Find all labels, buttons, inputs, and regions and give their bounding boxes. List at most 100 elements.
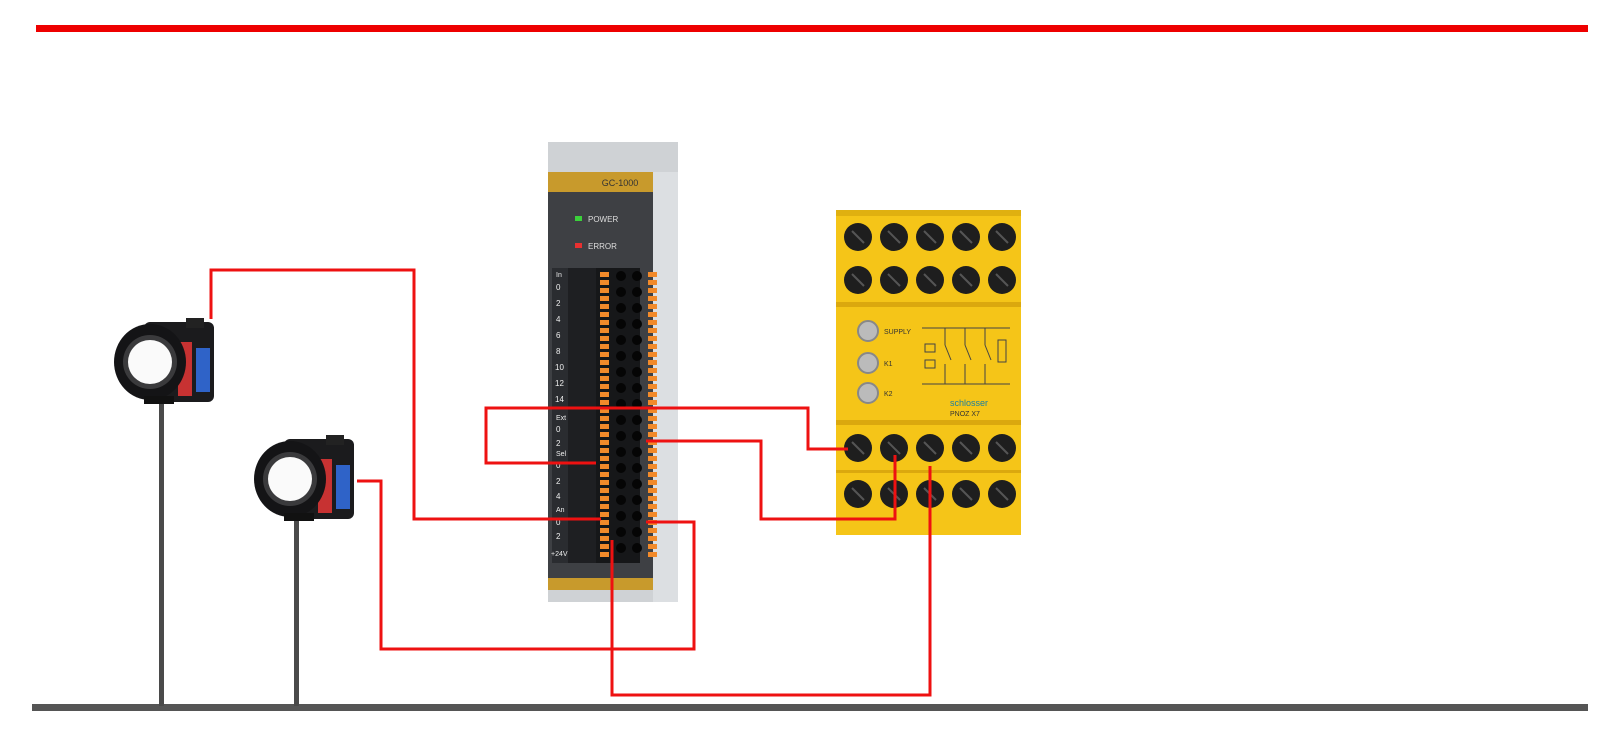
- plc-terminal-hole: [632, 367, 642, 377]
- plc-terminal-lever: [600, 448, 609, 453]
- plc-group-label-ext: Ext: [556, 415, 566, 422]
- plc-terminal-lever: [600, 416, 609, 421]
- plc-terminal-lever: [648, 408, 657, 413]
- plc-terminal-lever: [648, 512, 657, 517]
- power-led: [575, 216, 582, 221]
- plc-terminal-lever: [600, 544, 609, 549]
- relay-status-lamp-supply: [857, 320, 879, 342]
- screw-slot: [851, 230, 865, 244]
- plc-terminal-hole: [632, 447, 642, 457]
- plc-terminal-lever: [600, 376, 609, 381]
- relay-terminal-row-bottom: [844, 434, 1016, 508]
- plc-group-label-sel: Sel: [556, 451, 567, 458]
- plc-terminal-hole: [632, 495, 642, 505]
- plc-terminal-hole: [616, 303, 626, 313]
- plc-terminal-lever: [600, 296, 609, 301]
- wire-button2-to-plc: [357, 479, 696, 651]
- screw-slot: [923, 230, 937, 244]
- plc-terminal-lever: [648, 400, 657, 405]
- plc-terminal-lever: [600, 392, 609, 397]
- plc-terminal-lever: [648, 536, 657, 541]
- plc-terminal-column-a: [600, 272, 609, 557]
- relay-terminal-row-top: [844, 223, 1016, 294]
- relay-status-label: K1: [884, 361, 893, 368]
- plc-terminal-lever: [648, 352, 657, 357]
- plc-terminal-lever: [648, 456, 657, 461]
- wire-plc-supply-to-relay: [610, 466, 932, 697]
- screw-slot: [851, 273, 865, 287]
- plc-terminal-lever: [648, 464, 657, 469]
- plc-terminal-lever: [648, 280, 657, 285]
- power-label: POWER: [588, 215, 618, 224]
- plc-terminal-hole: [616, 287, 626, 297]
- plc-terminal-lever: [648, 488, 657, 493]
- screw-slot: [995, 273, 1009, 287]
- plc-terminal-hole: [616, 415, 626, 425]
- plc-terminal-lever: [600, 552, 609, 557]
- plc-terminal-hole: [632, 303, 642, 313]
- plc-terminal-hole: [616, 351, 626, 361]
- plc-terminal-hole: [632, 351, 642, 361]
- relay-brand-label: schlosser: [950, 398, 988, 408]
- screw-slot: [959, 230, 973, 244]
- plc-terminal-lever: [648, 392, 657, 397]
- screw-slot: [851, 487, 865, 501]
- plc-terminal-lever: [600, 440, 609, 445]
- plc-terminal-lever: [600, 320, 609, 325]
- push-button-icon: [114, 318, 214, 404]
- plc-group-label-in: In: [556, 272, 562, 279]
- safety-relay-icon: SUPPLY K1 K2 schlosser PNOZ X7: [836, 210, 1021, 535]
- screw-slot: [923, 273, 937, 287]
- plc-terminal-lever: [648, 360, 657, 365]
- wiring: [209, 268, 932, 697]
- plc-terminal-hole: [616, 319, 626, 329]
- plc-terminal-hole: [616, 527, 626, 537]
- screw-slot: [887, 230, 901, 244]
- plc-terminal-hole: [616, 335, 626, 345]
- plc-terminal-lever: [600, 520, 609, 525]
- plc-terminal-hole: [632, 527, 642, 537]
- plc-channel-label: 4: [556, 492, 561, 501]
- plc-terminal-lever: [600, 536, 609, 541]
- top-accent-bar: [36, 25, 1588, 32]
- wire-plc-to-relay-bottom: [646, 439, 897, 521]
- plc-terminal-lever: [600, 280, 609, 285]
- plc-terminal-lever: [648, 336, 657, 341]
- plc-terminal-lever: [600, 464, 609, 469]
- plc-terminal-lever: [648, 328, 657, 333]
- plc-terminal-column-b: [648, 272, 657, 557]
- plc-channel-label: 0: [556, 283, 561, 292]
- plc-terminal-hole: [632, 287, 642, 297]
- plc-terminal-lever: [648, 496, 657, 501]
- plc-terminal-lever: [600, 336, 609, 341]
- plc-terminal-lever: [600, 304, 609, 309]
- button-2-stand: [294, 518, 299, 706]
- plc-terminal-lever: [600, 360, 609, 365]
- plc-terminal-lever: [648, 312, 657, 317]
- plc-terminal-hole: [616, 271, 626, 281]
- screw-slot: [887, 441, 901, 455]
- plc-terminal-lever: [648, 424, 657, 429]
- plc-terminal-hole: [616, 447, 626, 457]
- relay-status-label: SUPPLY: [884, 329, 911, 336]
- plc-terminal-hole: [632, 335, 642, 345]
- screw-slot: [887, 273, 901, 287]
- error-label: ERROR: [588, 242, 617, 251]
- plc-terminal-lever: [600, 480, 609, 485]
- plc-terminal-lever: [648, 448, 657, 453]
- wire-button1-to-plc: [209, 268, 601, 521]
- plc-terminal-hole: [632, 463, 642, 473]
- relay-contact-schematic: [922, 327, 1010, 385]
- plc-terminal-hole: [616, 479, 626, 489]
- plc-terminal-lever: [648, 472, 657, 477]
- plc-terminal-hole: [616, 383, 626, 393]
- plc-channel-label: 4: [556, 315, 561, 324]
- plc-terminal-lever: [600, 368, 609, 373]
- plc-channel-label: 0: [556, 518, 561, 527]
- plc-terminal-hole: [616, 543, 626, 553]
- plc-terminal-hole: [616, 367, 626, 377]
- plc-terminal-lever: [600, 408, 609, 413]
- relay-status-lamp-k2: [857, 382, 879, 404]
